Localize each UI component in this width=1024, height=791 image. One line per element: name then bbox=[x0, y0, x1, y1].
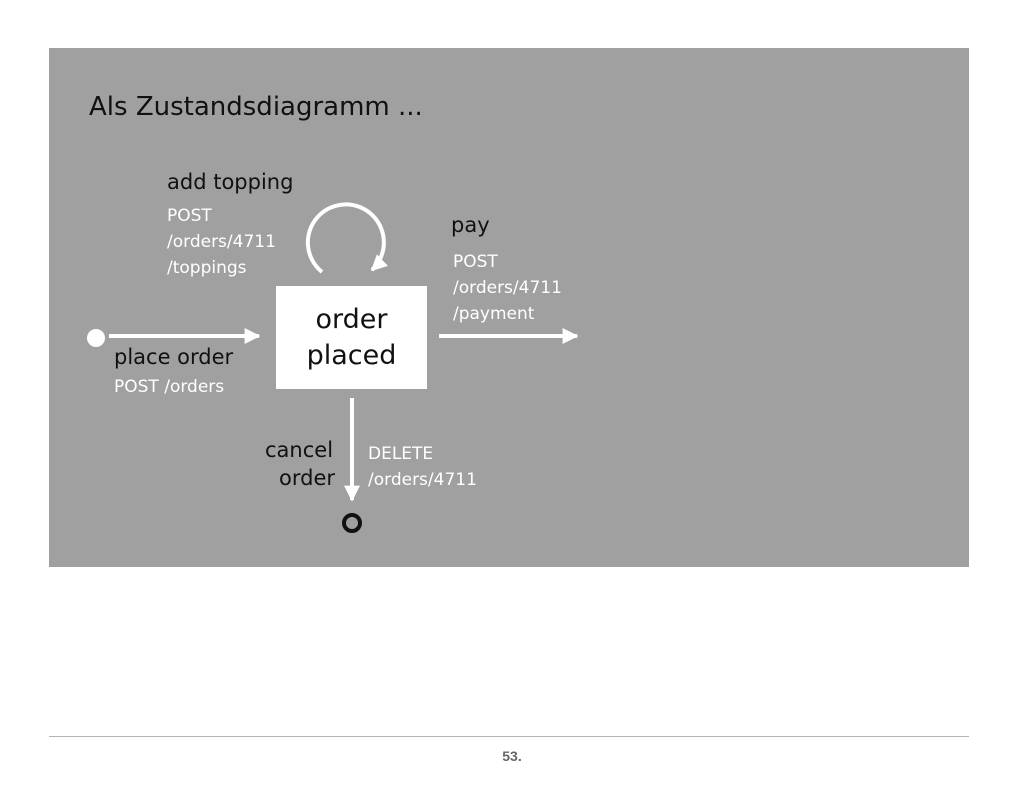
pay-request-subpath: /payment bbox=[453, 304, 535, 324]
pay-request-path: /orders/4711 bbox=[453, 278, 562, 298]
state-label-line2: placed bbox=[306, 339, 397, 371]
cancel-order-label-line1: cancel bbox=[265, 438, 334, 462]
page-number: 53. bbox=[502, 748, 522, 764]
state-label-line1: order bbox=[315, 303, 388, 335]
add-topping-label: add topping bbox=[167, 170, 294, 194]
place-order-request: POST /orders bbox=[114, 377, 225, 397]
final-state-circle bbox=[342, 513, 362, 533]
add-topping-request-subpath: /toppings bbox=[167, 258, 247, 278]
add-topping-request-path: /orders/4711 bbox=[167, 232, 276, 252]
add-topping-request-method: POST bbox=[167, 206, 212, 226]
pay-label: pay bbox=[451, 213, 490, 237]
state-diagram bbox=[87, 202, 579, 533]
add-topping-loop-arrow bbox=[305, 202, 388, 274]
cancel-order-request-method: DELETE bbox=[368, 444, 434, 464]
initial-state-dot bbox=[87, 329, 105, 347]
slide: Als Zustandsdiagramm ... order placed ad… bbox=[49, 48, 969, 567]
footer-divider bbox=[49, 736, 969, 737]
slide-title: Als Zustandsdiagramm ... bbox=[89, 92, 423, 122]
state-order-placed: order placed bbox=[276, 286, 427, 389]
place-order-label: place order bbox=[114, 345, 234, 369]
cancel-order-label-line2: order bbox=[279, 466, 335, 490]
pay-request-method: POST bbox=[453, 252, 498, 272]
cancel-order-request-path: /orders/4711 bbox=[368, 470, 477, 490]
